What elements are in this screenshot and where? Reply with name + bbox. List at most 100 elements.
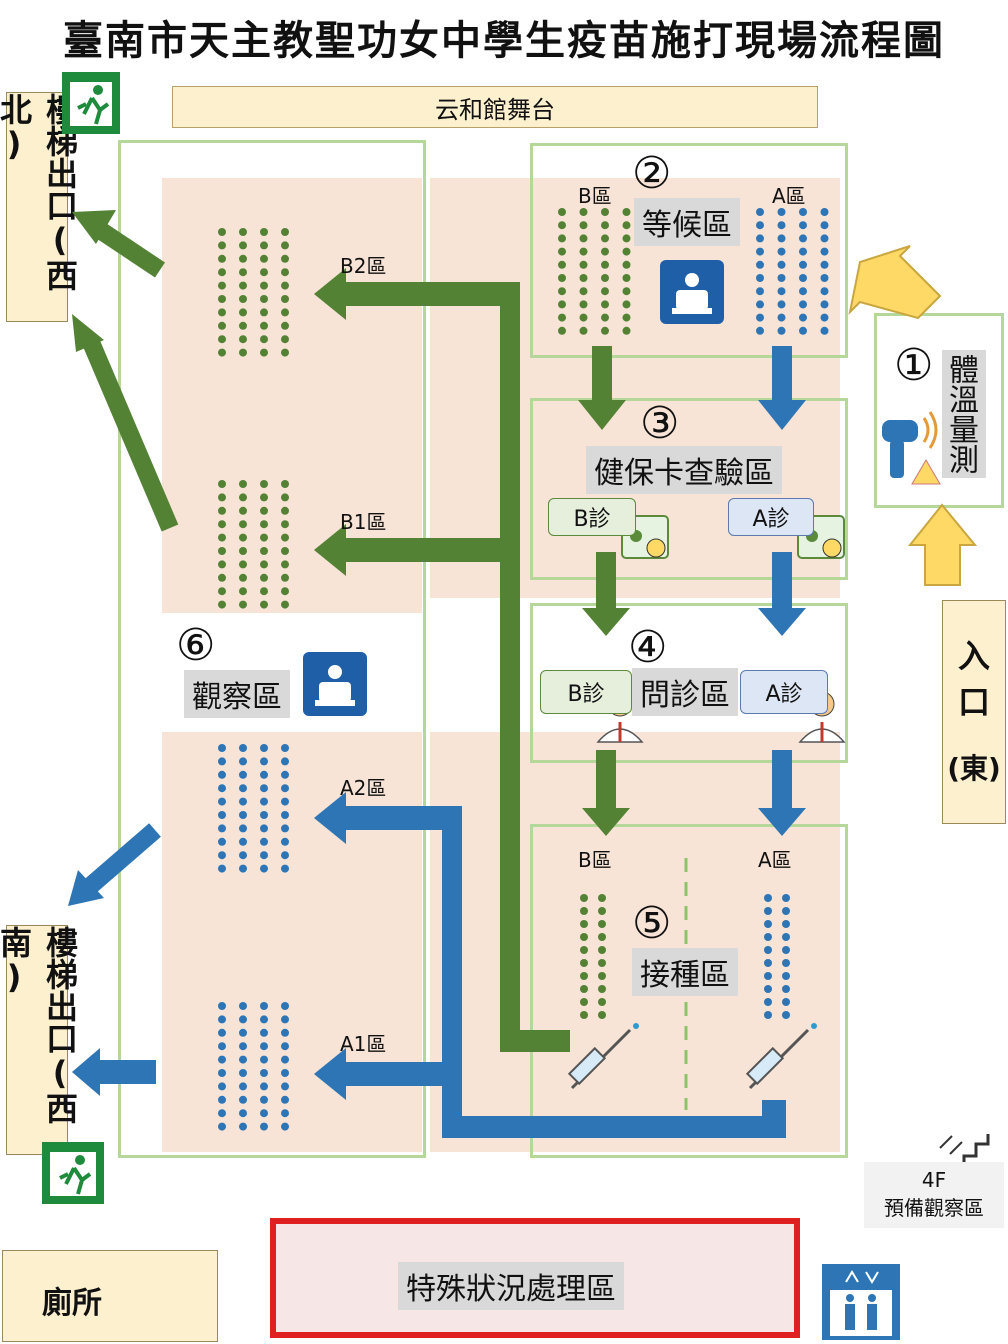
seat-dot-vaccine-b (598, 1011, 606, 1019)
seat-dot-b2 (260, 348, 268, 357)
seat-dot-a1 (218, 1122, 226, 1131)
seat-dot-a1 (281, 1042, 289, 1051)
entrance-line1: 入 (957, 637, 990, 675)
seat-dot-a1 (260, 1109, 268, 1118)
seat-dot-a2 (218, 784, 226, 793)
seat-dot-b1 (239, 573, 247, 582)
consult-zone-border (530, 603, 848, 763)
seat-dot-waiting-a (756, 260, 764, 269)
seat-dot-vaccine-a (764, 1011, 772, 1019)
seat-dot-waiting-b (558, 313, 566, 322)
seat-dot-b1 (281, 547, 289, 555)
seat-dots (218, 208, 829, 1131)
seat-dot-b2 (218, 295, 226, 303)
zone4-label: 問診區 (632, 668, 738, 716)
down-arrow-blue-2 (758, 552, 806, 636)
seat-dot-b1 (239, 600, 247, 609)
seat-dot-a2 (281, 824, 289, 833)
entrance-arrow-diagonal (848, 245, 942, 320)
zone6-label: 觀察區 (184, 670, 290, 718)
seat-dot-b1 (281, 493, 289, 502)
seat-dot-a1 (239, 1028, 247, 1037)
seat-dot-waiting-a (820, 260, 829, 269)
seat-dot-waiting-a (777, 313, 786, 322)
seat-dot-b2 (260, 321, 268, 330)
seat-dot-waiting-b (579, 208, 588, 216)
seat-dot-vaccine-b (580, 1011, 588, 1019)
seat-dot-a1 (218, 1109, 226, 1118)
seat-dot-waiting-b (622, 247, 631, 256)
seat-dot-b1 (281, 573, 289, 582)
seat-dot-a2 (281, 797, 289, 806)
seat-dot-a2 (239, 864, 247, 873)
seat-dot-a1 (239, 1109, 247, 1118)
seat-dot-a2 (218, 851, 226, 860)
seat-dot-vaccine-b (580, 985, 588, 993)
seat-dot-waiting-b (601, 326, 609, 335)
seat-dot-a2 (281, 864, 289, 873)
seat-dot-b1 (239, 520, 247, 529)
seat-dot-a2 (281, 851, 289, 860)
entrance-arrow-up (907, 503, 978, 586)
seat-dot-waiting-a (820, 234, 829, 243)
seat-dot-waiting-b (579, 247, 588, 256)
seat-dot-b2 (239, 321, 247, 330)
seat-dot-b1 (218, 506, 226, 515)
seat-dot-a2 (239, 824, 247, 833)
seat-dot-a1 (239, 1082, 247, 1091)
seat-dot-b1 (239, 533, 247, 542)
seat-dot-waiting-b (558, 234, 566, 243)
seat-dot-vaccine-a (764, 959, 772, 967)
seat-dot-b1 (281, 520, 289, 529)
seat-dot-a2 (260, 837, 268, 846)
seat-dot-waiting-a (799, 260, 807, 269)
seat-dot-vaccine-b (598, 907, 606, 915)
seat-dot-a1 (218, 1082, 226, 1091)
seat-dot-a2 (281, 811, 289, 819)
seat-dot-b2 (281, 228, 289, 236)
seat-dot-b1 (260, 547, 268, 555)
seat-dot-b2 (239, 268, 247, 277)
seat-dot-a1 (260, 1055, 268, 1064)
seat-dot-waiting-b (622, 313, 631, 322)
seat-dot-a2 (239, 811, 247, 819)
seat-dot-vaccine-b (598, 920, 606, 928)
seat-dot-vaccine-a (782, 933, 790, 941)
seat-dot-vaccine-a (782, 894, 790, 902)
seat-dot-a2 (260, 864, 268, 873)
seat-dot-waiting-b (601, 313, 609, 322)
seat-dot-b1 (239, 480, 247, 488)
seat-dot-waiting-b (601, 234, 609, 243)
seat-dot-vaccine-a (764, 998, 772, 1006)
seat-dot-a1 (218, 1042, 226, 1051)
seat-dot-a2 (239, 837, 247, 846)
exit-northwest: 樓梯出口(西北) (0, 92, 79, 322)
zone5-label: 接種區 (632, 948, 738, 996)
zone2-b-label: B區 (578, 184, 612, 208)
seat-dot-a2 (218, 744, 226, 752)
seat-dot-b1 (281, 533, 289, 542)
zone1-number: ① (894, 340, 934, 391)
seat-dot-b2 (239, 308, 247, 317)
seat-dot-waiting-b (601, 287, 609, 296)
seat-dot-b2 (239, 241, 247, 250)
seat-dot-waiting-a (756, 208, 764, 216)
seat-dot-b2 (281, 295, 289, 303)
seat-dot-b2 (218, 268, 226, 277)
seat-dot-a1 (260, 1095, 268, 1104)
seat-dot-a2 (239, 851, 247, 860)
seat-dot-waiting-b (622, 300, 631, 309)
seat-dot-b2 (239, 295, 247, 303)
seat-dot-b2 (239, 254, 247, 263)
seat-dot-waiting-a (756, 326, 764, 335)
seat-dot-b1 (281, 560, 289, 569)
seat-dot-b2 (281, 335, 289, 344)
seat-dot-vaccine-a (764, 972, 772, 980)
zone5-a-label: A區 (758, 848, 792, 872)
seat-dot-waiting-a (820, 247, 829, 256)
seat-dot-b2 (260, 241, 268, 250)
seat-dot-vaccine-a (764, 946, 772, 954)
seat-dot-b1 (281, 480, 289, 488)
seat-dot-a2 (281, 837, 289, 846)
seat-dot-b2 (260, 228, 268, 236)
